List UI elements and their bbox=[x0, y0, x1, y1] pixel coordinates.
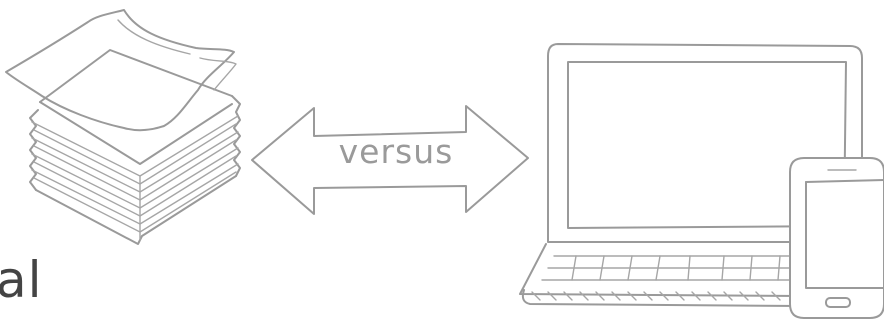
partial-caption-text: al bbox=[0, 251, 43, 309]
paper-stack-icon bbox=[5, 9, 241, 245]
versus-label: versus bbox=[338, 132, 454, 171]
smartphone-icon bbox=[789, 157, 884, 319]
laptop-icon bbox=[519, 43, 863, 307]
double-arrow-icon bbox=[251, 105, 529, 215]
